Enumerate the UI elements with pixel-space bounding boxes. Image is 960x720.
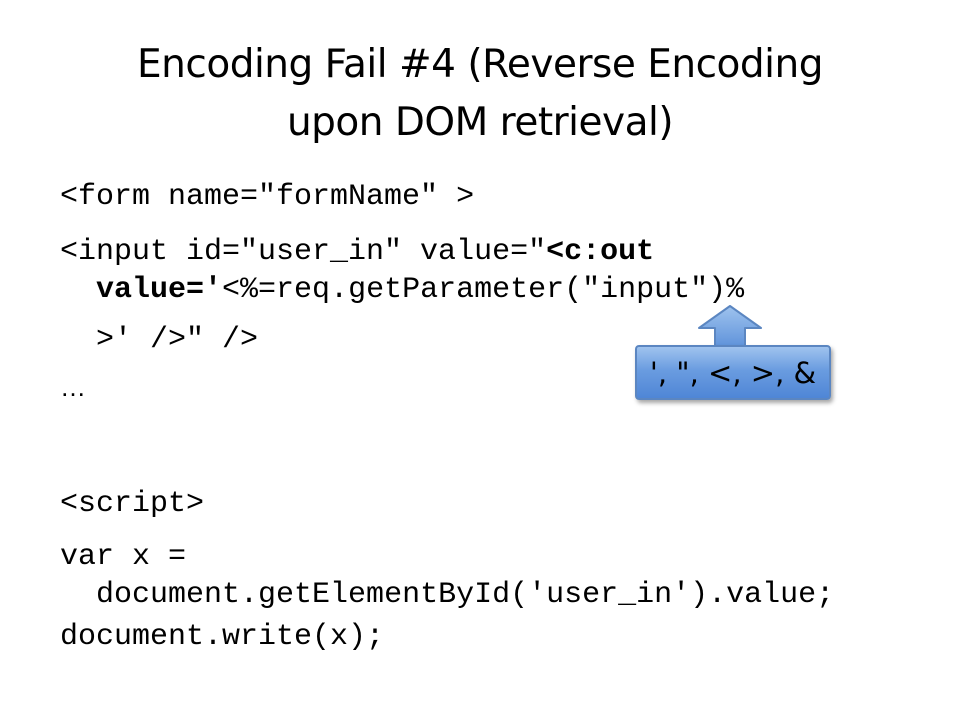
code-line-form: <form name="formName" > <box>60 180 475 214</box>
slide-title-line-2: upon DOM retrieval) <box>286 100 674 145</box>
slide-title: Encoding Fail #4 (Reverse Encoding upon … <box>60 36 900 152</box>
code-line-var-2: document.getElementById('user_in').value… <box>60 576 834 614</box>
special-characters-callout: ', ", <, >, & <box>635 345 831 400</box>
code-ellipsis: … <box>60 372 86 402</box>
code-line-script: <script> <box>60 487 205 521</box>
code-line-var-1: var x = <box>60 540 187 574</box>
up-arrow-icon <box>698 305 762 350</box>
code-getelementbyid: document.getElementById('user_in').value… <box>96 578 835 612</box>
code-input-getparameter: <%=req.getParameter("input")% <box>222 273 745 307</box>
code-input-pre: <input id="user_in" value=" <box>60 235 547 269</box>
code-input-cout: <c:out <box>546 235 655 269</box>
code-input-value-attr: value=' <box>96 273 223 307</box>
code-line-input-2: value='<%=req.getParameter("input")% <box>60 271 744 309</box>
code-line-input-3: >' />" /> <box>60 321 258 359</box>
code-line-write: document.write(x); <box>60 620 385 654</box>
code-input-closing: >' />" /> <box>96 323 259 357</box>
code-line-input-1: <input id="user_in" value="<c:out <box>60 233 654 271</box>
slide-title-line-1: Encoding Fail #4 (Reverse Encoding <box>137 42 823 87</box>
